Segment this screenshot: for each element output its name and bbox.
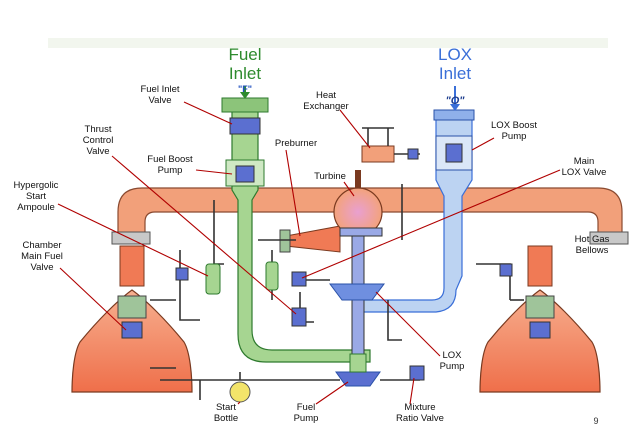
label-text: Bottle (214, 413, 238, 424)
label-text: Turbine (314, 171, 346, 182)
label-text: Pump (158, 165, 183, 176)
lox-pump-icon (329, 283, 385, 301)
piping (150, 184, 524, 403)
lox-inlet-flange (433, 109, 475, 121)
leader-lox-pump (375, 291, 441, 357)
leader-preburner (285, 149, 301, 237)
label-text: Pump (440, 361, 465, 372)
label-text: Main (574, 156, 595, 167)
label-text: Chamber (22, 240, 61, 251)
label-text: LOX Boost (491, 120, 537, 131)
chamber-main-fuel-valve-icon (121, 321, 143, 339)
label-text: Preburner (275, 138, 317, 149)
label-preburner: Preburner (275, 138, 317, 149)
preburner-turbine (279, 170, 383, 253)
label-text: Thrust (85, 124, 112, 135)
leader-thrust-control-valve (111, 155, 297, 315)
label-mixture-ratio-valve: Mixture Ratio Valve (396, 402, 444, 424)
label-text: Start (26, 191, 46, 202)
lox-inlet-tag: "O" (446, 95, 466, 107)
left-bellows (111, 231, 151, 245)
label-text: LOX (442, 350, 462, 361)
label-text: Exchanger (303, 101, 348, 112)
label-text: Valve (86, 146, 109, 157)
fuel-inlet-flange (221, 97, 269, 113)
leader-turbine (343, 181, 355, 197)
label-lox-boost-pump: LOX Boost Pump (491, 120, 537, 142)
label-main-lox-valve: Main LOX Valve (562, 156, 607, 178)
leader-mixture-ratio-valve (409, 377, 415, 405)
label-fuel-inlet-valve: Fuel Inlet Valve (140, 84, 179, 106)
heat-exchanger-unit (361, 127, 420, 163)
label-hypergolic-start-ampoule: Hypergolic Start Ampoule (14, 180, 59, 213)
label-start-bottle: Start Bottle (214, 402, 238, 424)
label-text: Pump (294, 413, 319, 424)
label-lox-pump: LOX Pump (440, 350, 465, 372)
main-lox-valve-icon (291, 271, 307, 287)
label-hot-gas-bellows: Hot Gas Bellows (575, 234, 610, 256)
right-bellows (589, 231, 629, 245)
leader-main-lox-valve (301, 169, 561, 279)
label-text: Fuel Inlet (140, 84, 179, 95)
label-text: Mixture (404, 402, 435, 413)
label-text: Fuel (297, 402, 315, 413)
leader-fuel-boost-pump (195, 169, 233, 175)
leader-chamber-main-fuel-valve (59, 267, 127, 331)
leader-fuel-inlet-valve (183, 101, 233, 125)
label-fuel-boost-pump: Fuel Boost Pump (147, 154, 193, 176)
leader-hypergolic-ampoule (57, 203, 209, 277)
label-chamber-main-fuel-valve: Chamber Main Fuel Valve (21, 240, 63, 273)
preburner-icon (285, 225, 341, 253)
ampoule-icon (205, 263, 221, 295)
fuel-pump-icon (335, 371, 381, 387)
label-text: Ratio Valve (396, 413, 444, 424)
label-text: Control (83, 135, 114, 146)
label-text: Hypergolic (14, 180, 59, 191)
label-text: Pump (502, 131, 527, 142)
label-heat-exchanger: Heat Exchanger (303, 90, 348, 112)
label-text: Main Fuel (21, 251, 63, 262)
label-text: Ampoule (17, 202, 55, 213)
label-text: Bellows (576, 245, 609, 256)
lox-inlet-subtitle: Inlet (439, 64, 471, 83)
thrust-control-valve-icon (291, 307, 307, 327)
fuel-inlet-valve-icon (229, 117, 261, 135)
leader-lines (57, 101, 561, 405)
fuel-system (221, 86, 371, 363)
label-text: Start (216, 402, 236, 413)
label-text: Heat (316, 90, 336, 101)
lox-inlet-title: LOX (438, 45, 472, 64)
label-fuel-pump: Fuel Pump (294, 402, 319, 424)
leader-heat-exchanger (339, 109, 371, 149)
label-text: LOX Valve (562, 167, 607, 178)
leader-fuel-pump (315, 381, 349, 405)
fuel-inlet-tag: "F" (238, 84, 252, 94)
fuel-inlet-subtitle: Inlet (229, 64, 261, 83)
left-thrust-chamber (71, 245, 193, 393)
header-strip (48, 38, 608, 48)
label-text: Valve (30, 262, 53, 273)
label-text: Fuel Boost (147, 154, 193, 165)
right-thrust-chamber (479, 245, 601, 393)
label-text: Hot Gas (575, 234, 610, 245)
leader-lox-boost-pump (471, 137, 495, 151)
label-text: Valve (148, 95, 171, 106)
leader-start-bottle (237, 401, 241, 405)
label-turbine: Turbine (314, 171, 346, 182)
start-bottle-icon (229, 381, 251, 403)
fuel-inlet-title: Fuel (228, 45, 261, 64)
page-number: 9 (593, 416, 598, 426)
label-thrust-control-valve: Thrust Control Valve (83, 124, 114, 157)
lox-system (359, 86, 475, 313)
mixture-ratio-valve-icon (409, 365, 425, 381)
